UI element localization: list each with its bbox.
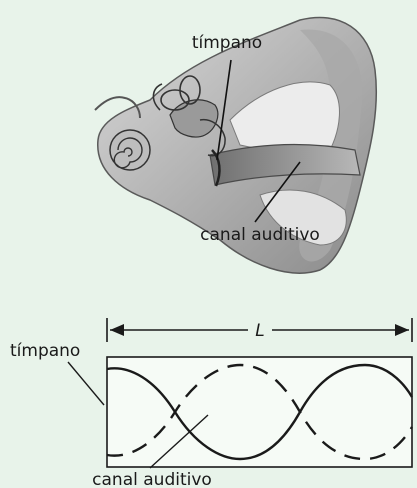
ear-canal-label: canal auditivo xyxy=(200,225,320,245)
tube-eardrum-leader-line xyxy=(68,362,104,405)
ear-eardrum-label: tímpano xyxy=(192,33,262,53)
tube-diagram: L tímpano canal auditivo xyxy=(10,318,412,488)
cochlea-icon xyxy=(110,130,150,170)
length-label: L xyxy=(255,321,264,341)
tube-eardrum-label: tímpano xyxy=(10,341,80,361)
tube-rect xyxy=(107,357,412,467)
dimension-arrow-left xyxy=(110,324,124,336)
dimension-arrow-right xyxy=(395,324,409,336)
ear-illustration: tímpano canal auditivo xyxy=(95,17,376,273)
tube-canal-label: canal auditivo xyxy=(92,470,212,488)
